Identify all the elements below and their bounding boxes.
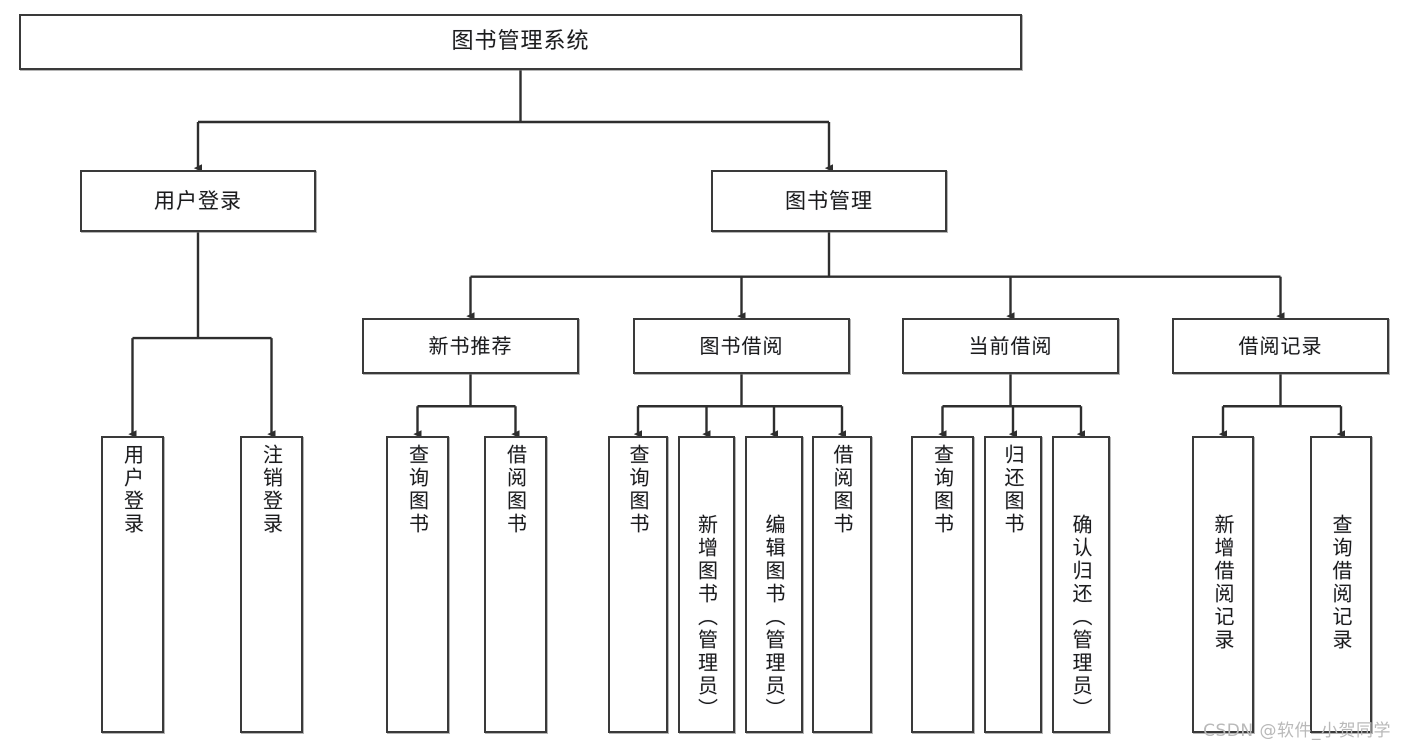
node-current-borrow[interactable]: 当前借阅 [902, 318, 1119, 374]
node-label: 查询借阅记录 [1329, 514, 1353, 652]
node-new-book-recommend[interactable]: 新书推荐 [362, 318, 579, 374]
node-leaf-query-book-1[interactable]: 查询图书 [386, 436, 449, 733]
node-label: 图书管理 [785, 188, 873, 213]
node-root-system[interactable]: 图书管理系统 [19, 14, 1022, 70]
node-label: 当前借阅 [968, 333, 1053, 358]
node-leaf-query-book-3[interactable]: 查询图书 [911, 436, 974, 733]
node-label: 归还图书 [1001, 444, 1025, 536]
node-leaf-add-record[interactable]: 新增借阅记录 [1192, 436, 1254, 733]
node-leaf-query-record[interactable]: 查询借阅记录 [1310, 436, 1372, 733]
node-leaf-add-book[interactable]: 新增图书（管理员） [678, 436, 735, 733]
node-leaf-query-book-2[interactable]: 查询图书 [608, 436, 668, 733]
csdn-watermark: CSDN @软件_小贺同学 [1203, 721, 1391, 741]
node-leaf-logout[interactable]: 注销登录 [240, 436, 303, 733]
node-label: 图书管理系统 [451, 29, 590, 55]
node-leaf-confirm-return[interactable]: 确认归还（管理员） [1052, 436, 1110, 733]
node-book-borrow[interactable]: 图书借阅 [633, 318, 850, 374]
node-label: 借阅图书 [503, 444, 528, 536]
node-label: 查询图书 [405, 444, 430, 536]
node-label: 编辑图书（管理员） [762, 514, 786, 721]
node-leaf-user-login[interactable]: 用户登录 [101, 436, 164, 733]
node-label: 注销登录 [259, 444, 284, 536]
node-label: 新增图书（管理员） [694, 514, 719, 721]
node-label: 用户登录 [120, 444, 145, 536]
node-label: 借阅图书 [830, 444, 854, 536]
node-label: 新增借阅记录 [1211, 514, 1235, 652]
node-label: 图书借阅 [699, 333, 784, 358]
node-borrow-record[interactable]: 借阅记录 [1172, 318, 1389, 374]
node-label: 查询图书 [626, 444, 650, 536]
node-label: 查询图书 [930, 444, 955, 536]
node-leaf-borrow-book-2[interactable]: 借阅图书 [812, 436, 872, 733]
node-label: 借阅记录 [1238, 333, 1323, 358]
node-leaf-return-book[interactable]: 归还图书 [984, 436, 1042, 733]
node-label: 用户登录 [154, 188, 242, 213]
node-label: 新书推荐 [428, 333, 513, 358]
node-label: 确认归还（管理员） [1069, 514, 1093, 721]
node-user-login[interactable]: 用户登录 [80, 170, 316, 232]
node-leaf-borrow-book-1[interactable]: 借阅图书 [484, 436, 547, 733]
node-leaf-edit-book[interactable]: 编辑图书（管理员） [745, 436, 803, 733]
node-book-manage[interactable]: 图书管理 [711, 170, 947, 232]
